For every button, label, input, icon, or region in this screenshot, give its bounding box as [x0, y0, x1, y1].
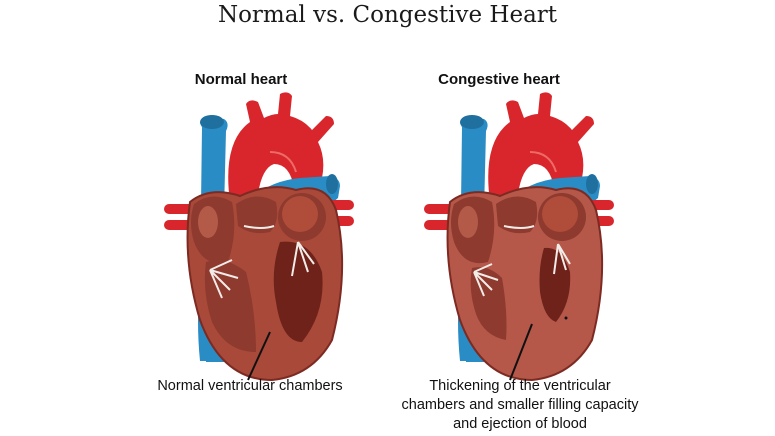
congestive-caption-line: Thickening of the ventricular	[429, 378, 611, 394]
congestive-heart-illustration	[424, 92, 614, 382]
congestive-caption: Thickening of the ventricular chambers a…	[380, 377, 660, 434]
pointer-line	[247, 331, 271, 381]
heart-drawing	[424, 92, 614, 382]
pointer-line	[509, 323, 533, 381]
heart-drawing	[164, 92, 354, 382]
normal-heart-label: Normal heart	[194, 71, 288, 88]
congestive-caption-line: chambers and smaller filling capacity	[401, 397, 639, 413]
normal-heart-illustration	[164, 92, 354, 382]
congestive-caption-line: and ejection of blood	[453, 416, 587, 432]
congestive-heart-label: Congestive heart	[438, 71, 560, 88]
normal-caption: Normal ventricular chambers	[157, 378, 343, 394]
page-title: Normal vs. Congestive Heart	[217, 2, 558, 28]
